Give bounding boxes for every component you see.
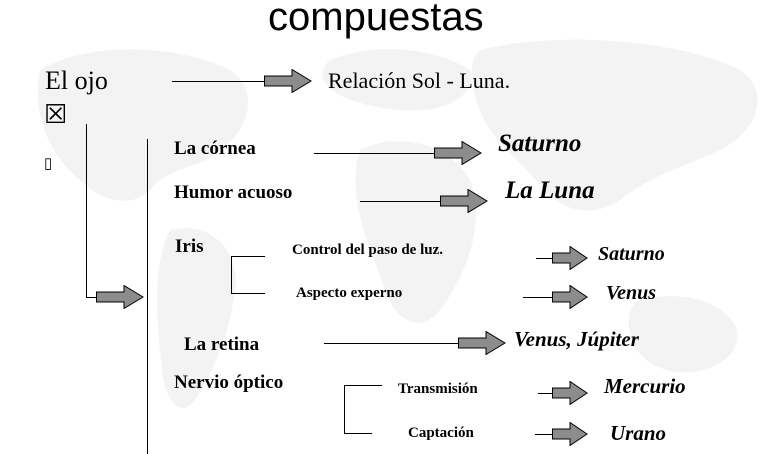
block-arrow-right-icon bbox=[440, 189, 488, 213]
iris-sub1-connector bbox=[536, 258, 554, 259]
main-bracket-vertical bbox=[86, 124, 87, 297]
block-arrow-right-icon bbox=[552, 285, 588, 309]
nervio-sub1-connector bbox=[538, 393, 554, 394]
planet-nervio-sub2: Urano bbox=[610, 421, 667, 445]
iris-bracket-vertical bbox=[231, 256, 232, 293]
planet-retina: Venus, Júpiter bbox=[514, 327, 639, 351]
part-label-nervio: Nervio óptico bbox=[174, 372, 284, 393]
nervio-bracket-top bbox=[344, 385, 382, 386]
part-label-cornea: La córnea bbox=[174, 138, 256, 159]
part-label-humor: Humor acuoso bbox=[174, 182, 293, 203]
planet-iris-sub1: Saturno bbox=[598, 243, 665, 265]
nervio-bracket-bottom bbox=[344, 433, 372, 434]
planet-humor: La Luna bbox=[505, 177, 595, 204]
block-arrow-right-icon bbox=[552, 422, 588, 446]
nervio-sub1-label: Transmisión bbox=[398, 381, 478, 397]
checkbox-icon: ☒ bbox=[44, 100, 68, 129]
cornea-connector-line bbox=[314, 153, 436, 154]
part-label-retina: La retina bbox=[184, 334, 260, 355]
planet-nervio-sub1: Mercurio bbox=[604, 374, 686, 398]
planet-iris-sub2: Venus bbox=[606, 282, 657, 304]
root-connector-line bbox=[172, 81, 266, 82]
main-bracket-stub bbox=[86, 297, 96, 298]
root-result: Relación Sol - Luna. bbox=[328, 68, 511, 93]
block-arrow-right-icon bbox=[264, 69, 312, 93]
root-label: El ojo bbox=[45, 66, 108, 95]
planet-cornea: Saturno bbox=[498, 130, 582, 157]
block-arrow-right-icon bbox=[458, 331, 506, 355]
block-arrow-right-icon bbox=[434, 141, 482, 165]
iris-sub1-label: Control del paso de luz. bbox=[292, 242, 443, 258]
block-arrow-right-icon bbox=[96, 285, 144, 309]
iris-sub2-connector bbox=[523, 297, 554, 298]
iris-bracket-top bbox=[231, 256, 265, 257]
bullet-icon: ▯ bbox=[44, 156, 53, 172]
nervio-sub2-label: Captación bbox=[408, 425, 474, 441]
humor-connector-line bbox=[360, 201, 442, 202]
nervio-sub2-connector bbox=[535, 434, 554, 435]
page-title: compuestas bbox=[268, 0, 484, 39]
retina-connector-line bbox=[324, 343, 460, 344]
parts-bracket-vertical bbox=[147, 139, 148, 454]
nervio-bracket-vertical bbox=[344, 385, 345, 433]
iris-bracket-bottom bbox=[231, 293, 265, 294]
block-arrow-right-icon bbox=[552, 381, 588, 405]
part-label-iris: Iris bbox=[175, 236, 204, 257]
iris-sub2-label: Aspecto experno bbox=[296, 285, 403, 301]
block-arrow-right-icon bbox=[552, 246, 588, 270]
